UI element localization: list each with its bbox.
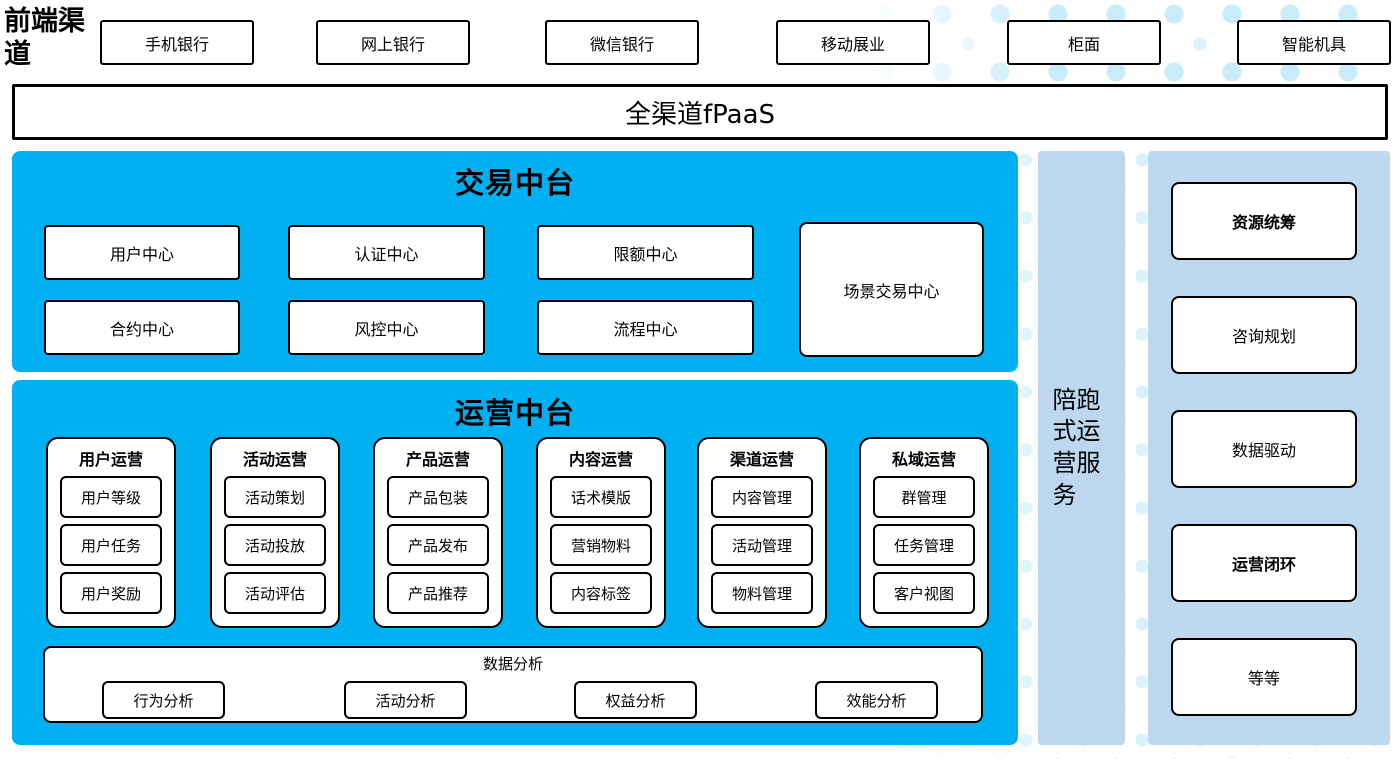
ops-item-box: 用户奖励 <box>60 572 162 614</box>
ops-group-title: 私域运营 <box>891 450 956 469</box>
center-box: 流程中心 <box>537 300 754 355</box>
transaction-platform-panel: 交易中台 用户中心 认证中心 限额中心 合约中心 风控中心 流程中心 场景交易中… <box>12 151 1018 372</box>
ops-group-title: 活动运营 <box>242 450 307 469</box>
channel-box: 手机银行 <box>100 20 254 65</box>
center-box: 用户中心 <box>44 225 240 280</box>
front-channels-label: 前端渠道 <box>4 6 85 70</box>
ops-group-title: 用户运营 <box>78 450 143 469</box>
data-analysis-title: 数据分析 <box>482 655 543 673</box>
data-analysis-panel: 数据分析 行为分析 活动分析 权益分析 效能分析 <box>43 646 983 723</box>
ops-item-box: 话术模版 <box>550 476 652 518</box>
channel-box: 微信银行 <box>545 20 699 65</box>
ops-group-title: 产品运营 <box>405 450 470 469</box>
analysis-box: 权益分析 <box>574 681 697 719</box>
center-box: 合约中心 <box>44 300 240 355</box>
side-service-label: 陪跑式运营服务 <box>1052 385 1101 509</box>
service-box: 咨询规划 <box>1171 296 1357 374</box>
center-box: 风控中心 <box>288 300 485 355</box>
ops-item-box: 活动评估 <box>224 572 326 614</box>
ops-item-box: 用户等级 <box>60 476 162 518</box>
ops-group: 用户运营 用户等级 用户任务 用户奖励 <box>46 437 176 628</box>
ops-item-box: 内容标签 <box>550 572 652 614</box>
service-box: 运营闭环 <box>1171 524 1357 602</box>
ops-group: 活动运营 活动策划 活动投放 活动评估 <box>210 437 340 628</box>
side-service-bar: 陪跑式运营服务 <box>1038 151 1125 745</box>
analysis-box: 活动分析 <box>344 681 467 719</box>
center-box: 认证中心 <box>288 225 485 280</box>
transaction-platform-title: 交易中台 <box>454 166 575 200</box>
service-items-column: 资源统筹 咨询规划 数据驱动 运营闭环 等等 <box>1148 151 1390 745</box>
channel-box: 网上银行 <box>316 20 470 65</box>
service-box: 资源统筹 <box>1171 182 1357 260</box>
ops-item-box: 任务管理 <box>873 524 975 566</box>
ops-item-box: 群管理 <box>873 476 975 518</box>
ops-item-box: 物料管理 <box>711 572 813 614</box>
channel-box: 移动展业 <box>776 20 930 65</box>
ops-group: 产品运营 产品包装 产品发布 产品推荐 <box>373 437 503 628</box>
fpaas-bar: 全渠道fPaaS <box>12 84 1388 140</box>
ops-item-box: 客户视图 <box>873 572 975 614</box>
operation-platform-panel: 运营中台 用户运营 用户等级 用户任务 用户奖励 活动运营 活动策划 活动投放 … <box>12 380 1018 745</box>
ops-group-title: 内容运营 <box>568 450 633 469</box>
analysis-box: 行为分析 <box>102 681 225 719</box>
ops-group: 内容运营 话术模版 营销物料 内容标签 <box>536 437 666 628</box>
channel-box: 智能机具 <box>1237 20 1391 65</box>
ops-item-box: 用户任务 <box>60 524 162 566</box>
scene-transaction-center-box: 场景交易中心 <box>799 222 984 357</box>
service-box: 等等 <box>1171 638 1357 716</box>
ops-group: 渠道运营 内容管理 活动管理 物料管理 <box>697 437 827 628</box>
ops-item-box: 产品推荐 <box>387 572 489 614</box>
ops-item-box: 营销物料 <box>550 524 652 566</box>
service-box: 数据驱动 <box>1171 410 1357 488</box>
channel-box: 柜面 <box>1007 20 1161 65</box>
center-box: 限额中心 <box>537 225 754 280</box>
ops-item-box: 内容管理 <box>711 476 813 518</box>
ops-item-box: 产品包装 <box>387 476 489 518</box>
ops-item-box: 产品发布 <box>387 524 489 566</box>
ops-group: 私域运营 群管理 任务管理 客户视图 <box>859 437 989 628</box>
analysis-box: 效能分析 <box>815 681 938 719</box>
ops-item-box: 活动策划 <box>224 476 326 518</box>
operation-platform-title: 运营中台 <box>454 396 575 430</box>
ops-item-box: 活动管理 <box>711 524 813 566</box>
ops-group-title: 渠道运营 <box>729 450 794 469</box>
ops-item-box: 活动投放 <box>224 524 326 566</box>
